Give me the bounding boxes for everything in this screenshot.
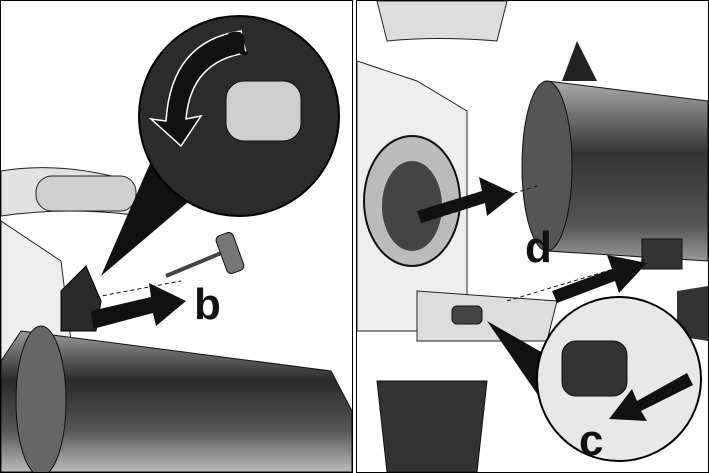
right-illustration (357, 1, 708, 472)
callout-lever (225, 80, 302, 142)
latch-button (451, 305, 483, 325)
callout-latch (561, 340, 628, 397)
right-panel: d c (356, 0, 709, 473)
lower-body (416, 290, 558, 342)
tube-bracket (562, 41, 597, 81)
tube-latch (641, 238, 683, 270)
handle-grip (35, 175, 137, 212)
arrow-c (609, 373, 693, 421)
arrow-d-upper (417, 177, 515, 223)
blower-tube (1, 330, 352, 472)
label-b: b (194, 280, 221, 329)
left-panel: a b (0, 0, 353, 473)
pin-knob (215, 232, 245, 274)
handle (376, 1, 508, 42)
motor-base (376, 380, 488, 472)
arrow-a (148, 30, 247, 148)
fan-blades (382, 161, 442, 251)
dashed-guide-line-lower (506, 258, 648, 302)
label-c: c (579, 416, 604, 465)
tube-end (521, 80, 573, 252)
pin-shaft (165, 249, 227, 278)
label-a: a (223, 16, 248, 65)
side-part (677, 286, 708, 341)
arrow-d-lower (552, 255, 647, 303)
arrow-b (91, 283, 186, 329)
dashed-guide-line (95, 280, 182, 298)
tube-collar (15, 325, 67, 472)
label-d: d (525, 223, 552, 272)
left-illustration (1, 15, 352, 472)
